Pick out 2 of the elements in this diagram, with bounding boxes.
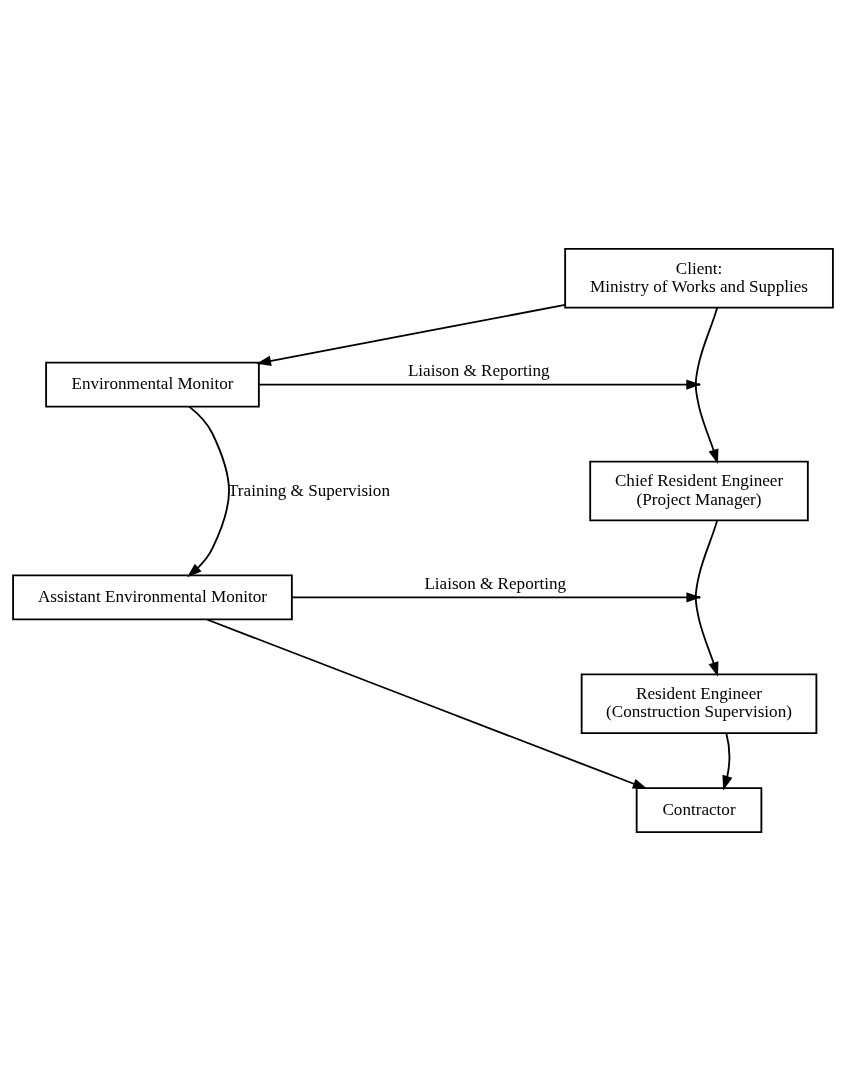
edge-label: Liaison & Reporting — [424, 573, 567, 593]
edge-label: Liaison & Reporting — [407, 360, 550, 380]
